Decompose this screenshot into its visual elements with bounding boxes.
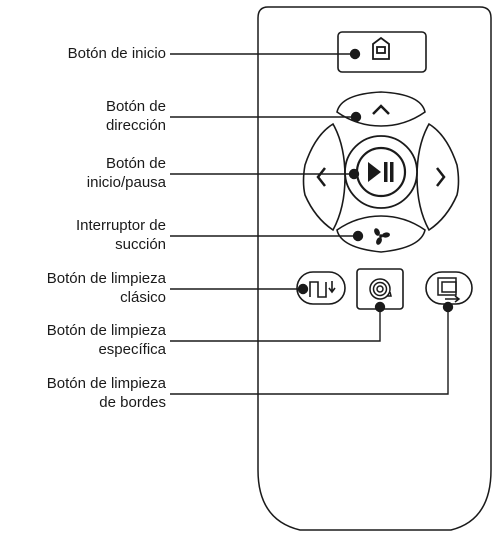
chevron-up-icon [372, 104, 390, 115]
play-pause-button[interactable] [344, 135, 418, 209]
label-play-pause-button: Botón de inicio/pausa [87, 154, 166, 192]
edge-clean-icon [437, 277, 461, 303]
right-direction-button[interactable] [416, 122, 460, 232]
leader-lines [170, 48, 454, 395]
spiral-icon [369, 278, 392, 300]
edge-clean-button[interactable] [425, 271, 473, 305]
label-classic-clean-button: Botón de limpieza clásico [47, 269, 166, 307]
label-line: Botón de inicio [67, 45, 166, 62]
home-button[interactable] [337, 31, 427, 73]
label-spot-clean-button: Botón de limpieza específica [47, 321, 166, 359]
label-line: Botón de limpieza [46, 270, 166, 287]
label-line: Botón de limpieza [46, 322, 166, 339]
label-line: Interruptor de [75, 217, 166, 234]
label-line: específica [98, 341, 166, 358]
label-line: inicio/pausa [86, 174, 166, 191]
fan-icon [374, 228, 390, 245]
label-line: succión [115, 236, 166, 253]
label-home-button: Botón de inicio [68, 44, 166, 63]
label-line: Botón de [105, 98, 166, 115]
classic-clean-button[interactable] [296, 271, 346, 305]
play-pause-icon [368, 162, 394, 182]
label-line: Botón de limpieza [46, 375, 166, 392]
label-suction-switch: Interruptor de succión [76, 216, 166, 254]
up-direction-button[interactable] [336, 91, 426, 127]
label-line: dirección [105, 117, 166, 134]
suction-button[interactable] [336, 215, 426, 253]
remote-outline [257, 6, 492, 531]
spot-clean-button[interactable] [356, 268, 404, 310]
left-direction-button[interactable] [302, 122, 346, 232]
zigzag-icon [309, 281, 336, 298]
label-line: de bordes [99, 394, 166, 411]
house-icon [372, 36, 390, 60]
chevron-left-icon [316, 167, 326, 187]
label-line: Botón de [105, 155, 166, 172]
label-edge-clean-button: Botón de limpieza de bordes [47, 374, 166, 412]
chevron-right-icon [436, 167, 446, 187]
label-direction-button: Botón de dirección [106, 97, 166, 135]
label-line: clásico [120, 289, 166, 306]
